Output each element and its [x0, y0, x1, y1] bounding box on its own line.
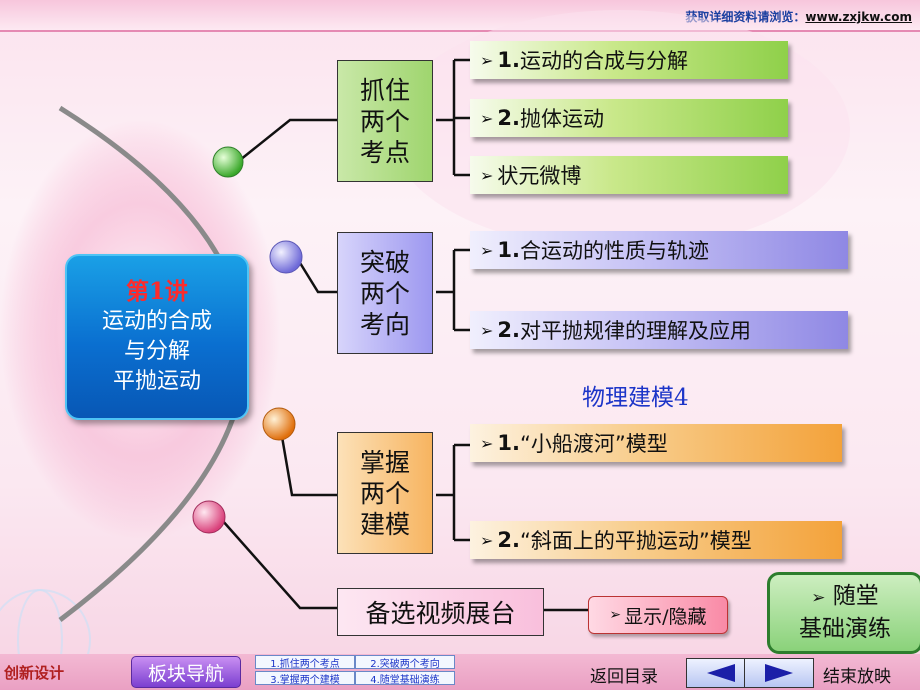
category-line: 抓住: [359, 75, 410, 105]
lecture-number: 第1讲: [125, 278, 188, 305]
model-heading: 物理建模4: [582, 385, 689, 411]
top-divider: [0, 30, 920, 32]
category-directions[interactable]: 突破 两个 考向: [337, 232, 433, 354]
practice-line-2: 基础演练: [799, 616, 891, 642]
lecture-title-box: 第1讲 运动的合成 与分解 平抛运动: [65, 254, 249, 420]
category-line: 突破: [359, 247, 410, 277]
source-prefix: 获取详细资料请浏览：: [685, 10, 806, 24]
top-banner: [0, 0, 920, 30]
link-kp-composition[interactable]: ➢ 1.运动的合成与分解: [470, 41, 788, 79]
section-nav-button[interactable]: 板块导航: [131, 656, 241, 688]
arrow-right-icon: ➢: [480, 320, 494, 340]
link-model-boat[interactable]: ➢ 1.“小船渡河”模型: [470, 424, 842, 462]
node-pink: [192, 500, 226, 534]
item-label: 运动的合成与分解: [520, 49, 688, 73]
arrow-right-icon: ➢: [480, 108, 494, 128]
category-models[interactable]: 掌握 两个 建模: [337, 432, 433, 554]
video-showcase-button[interactable]: 备选视频展台: [337, 588, 544, 636]
item-number: 2.: [497, 528, 520, 552]
connector-lines: [221, 58, 588, 612]
item-label: 对平抛规律的理解及应用: [520, 319, 751, 343]
practice-button[interactable]: ➢ 随堂 基础演练: [767, 572, 920, 654]
quick-link-2[interactable]: 2.突破两个考向: [355, 655, 455, 670]
item-number: 1.: [497, 48, 520, 72]
category-line: 建模: [359, 509, 410, 539]
item-number: 2.: [497, 106, 520, 130]
category-line: 两个: [359, 106, 410, 136]
arrow-right-icon: ➢: [609, 607, 622, 623]
source-notice: 获取详细资料请浏览：www.zxjkw.com: [685, 8, 912, 25]
arrow-left-icon: [707, 664, 735, 682]
link-kp-projectile[interactable]: ➢ 2.抛体运动: [470, 99, 788, 137]
arrow-right-icon: ➢: [480, 50, 494, 70]
item-number: 1.: [497, 238, 520, 262]
arrow-right-icon: ➢: [480, 433, 494, 453]
arrow-right-icon: ➢: [811, 588, 826, 608]
node-orange: [262, 407, 296, 441]
practice-line-1: 随堂: [832, 583, 879, 609]
source-link[interactable]: www.zxjkw.com: [805, 10, 912, 24]
item-number: 2.: [497, 318, 520, 342]
item-number: 1.: [497, 431, 520, 455]
link-dir-trajectory[interactable]: ➢ 1.合运动的性质与轨迹: [470, 231, 848, 269]
item-label: 合运动的性质与轨迹: [520, 239, 709, 263]
link-kp-weibo[interactable]: ➢ 状元微博: [470, 156, 788, 194]
category-line: 两个: [359, 478, 410, 508]
item-label: 抛体运动: [520, 107, 604, 131]
item-label: “小船渡河”模型: [520, 432, 668, 456]
link-model-incline[interactable]: ➢ 2.“斜面上的平抛运动”模型: [470, 521, 842, 559]
toggle-label: 显示/隐藏: [624, 605, 707, 628]
title-line-3: 平抛运动: [112, 369, 201, 394]
show-hide-toggle[interactable]: ➢显示/隐藏: [588, 596, 728, 634]
end-show-link[interactable]: 结束放映: [823, 667, 891, 687]
arrow-right-icon: ➢: [480, 165, 494, 185]
quick-link-1[interactable]: 1.抓住两个考点: [255, 655, 355, 670]
category-line: 考点: [359, 137, 410, 167]
item-label: “斜面上的平抛运动”模型: [520, 529, 752, 553]
title-line-2: 与分解: [123, 339, 190, 364]
category-key-points[interactable]: 抓住 两个 考点: [337, 60, 433, 182]
quick-link-4[interactable]: 4.随堂基础演练: [355, 671, 455, 686]
category-line: 两个: [359, 278, 410, 308]
item-label: 状元微博: [497, 164, 582, 188]
node-purple: [269, 240, 303, 274]
arrow-right-icon: [765, 664, 793, 682]
arrow-right-icon: ➢: [480, 240, 494, 260]
brand-logo: 创新设计: [4, 664, 65, 682]
category-line: 掌握: [359, 447, 410, 477]
quick-link-3[interactable]: 3.掌握两个建模: [255, 671, 355, 686]
back-to-contents-link[interactable]: 返回目录: [590, 667, 658, 687]
next-slide-button[interactable]: [744, 658, 814, 688]
arrow-right-icon: ➢: [480, 530, 494, 550]
title-line-1: 运动的合成: [101, 309, 212, 334]
link-dir-horizontal-throw[interactable]: ➢ 2.对平抛规律的理解及应用: [470, 311, 848, 349]
node-green: [212, 146, 244, 178]
category-line: 考向: [359, 309, 410, 339]
